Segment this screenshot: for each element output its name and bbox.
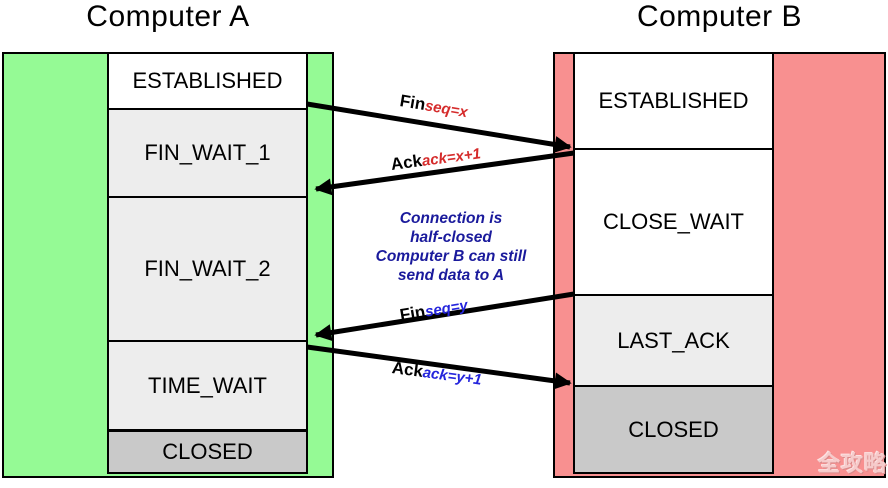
label-ack-y1: Ackack=y+1 — [391, 358, 483, 390]
ack-flag: Ack — [390, 358, 425, 381]
ack-y1-param: ack=y+1 — [421, 364, 483, 389]
ack-flag: Ack — [389, 151, 424, 174]
state-b-closed: CLOSED — [573, 385, 774, 474]
fin-seq-y-param: seq=y — [423, 296, 469, 321]
computer-b-title: Computer B — [636, 0, 803, 33]
half-closed-note: Connection is half-closed Computer B can… — [351, 209, 551, 285]
state-a-established: ESTABLISHED — [107, 52, 308, 110]
label-ack-x1: Ackack=x+1 — [390, 143, 482, 175]
watermark-text: 全攻略 — [818, 451, 888, 476]
state-a-time-wait: TIME_WAIT — [107, 340, 308, 431]
label-fin-seq-y: Finseq=y — [398, 295, 469, 326]
state-b-established: ESTABLISHED — [573, 52, 774, 150]
note-line: Computer B can still — [375, 248, 527, 265]
state-b-last-ack: LAST_ACK — [573, 294, 774, 387]
state-a-fin-wait-1: FIN_WAIT_1 — [107, 108, 308, 198]
note-line: Connection is — [399, 210, 503, 227]
fin-seq-x-param: seq=x — [423, 97, 469, 122]
fin-flag: Fin — [398, 301, 427, 325]
state-a-fin-wait-2: FIN_WAIT_2 — [107, 196, 308, 342]
ack-x1-param: ack=x+1 — [420, 145, 482, 170]
label-fin-seq-x: Finseq=x — [398, 91, 469, 122]
fin-flag: Fin — [398, 91, 427, 115]
computer-a-title: Computer A — [86, 0, 250, 33]
state-b-close-wait: CLOSE_WAIT — [573, 148, 774, 296]
state-a-closed: CLOSED — [107, 430, 308, 474]
note-line: half-closed — [410, 229, 492, 246]
note-line: send data to A — [397, 267, 505, 284]
